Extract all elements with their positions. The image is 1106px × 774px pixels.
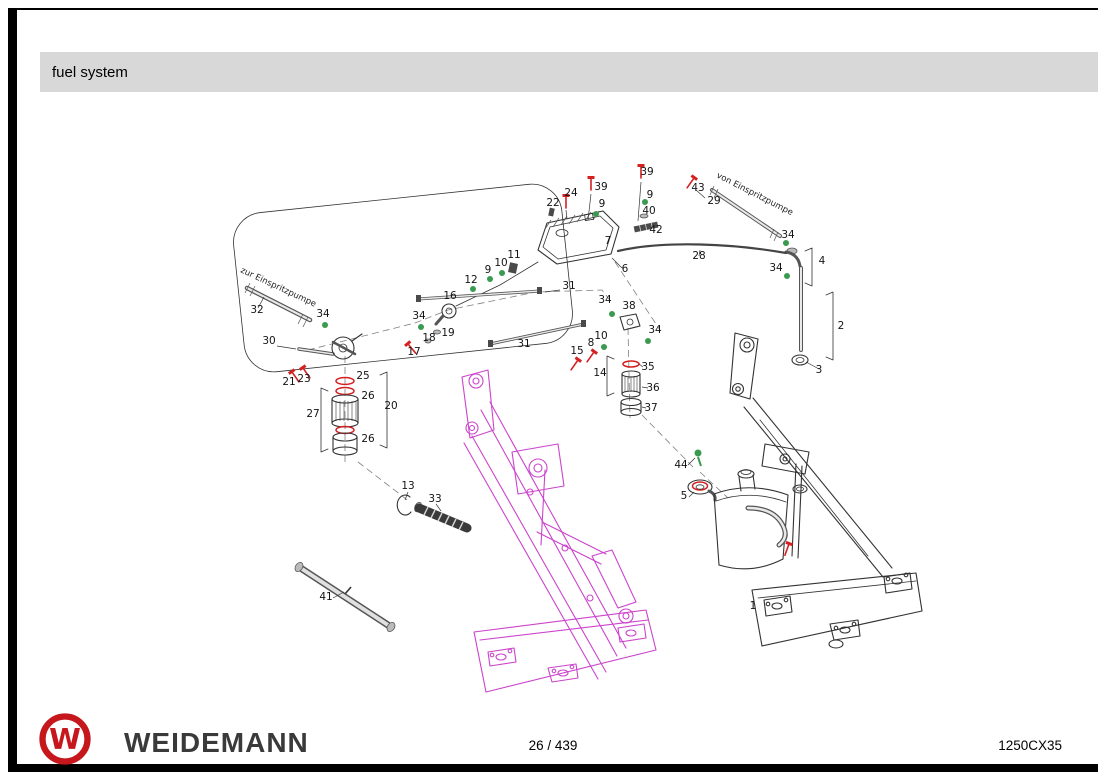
part-label-31: 31	[517, 338, 530, 350]
brand-name: WEIDEMANN	[124, 727, 309, 758]
detail-boundary	[233, 183, 573, 373]
logo-letter: W	[49, 722, 81, 756]
page-title: fuel system	[52, 63, 128, 81]
part-label-5: 5	[681, 490, 688, 502]
model-code: 1250CX35	[998, 738, 1062, 753]
diagram-annotation: von Einspritzpumpe	[715, 171, 795, 218]
part-label-13: 13	[401, 480, 414, 492]
part-label-8: 8	[588, 337, 595, 349]
hose-and-clip	[396, 494, 472, 533]
part-label-25: 25	[356, 370, 369, 382]
projection-lines	[307, 261, 729, 503]
part-label-39: 39	[640, 166, 653, 178]
part-label-16: 16	[443, 290, 457, 302]
part-label-2: 2	[838, 320, 845, 332]
part-label-22: 22	[546, 197, 559, 209]
part-label-38: 38	[622, 300, 635, 312]
part-label-32: 32	[250, 304, 263, 316]
part-label-14: 14	[593, 367, 607, 379]
part-label-7: 7	[605, 235, 612, 247]
part-label-20: 20	[384, 400, 397, 412]
part-label-34: 34	[598, 294, 612, 306]
return-line-assembly	[709, 185, 834, 366]
part-label-30: 30	[262, 335, 275, 347]
tank-fasteners	[548, 163, 699, 233]
leader-lines	[257, 181, 820, 599]
fuel-hose-28	[616, 243, 788, 255]
part-label-1: 1	[750, 600, 757, 612]
part-label-24: 24	[564, 187, 578, 199]
page-border-bottom	[8, 764, 1098, 772]
part-label-43: 43	[691, 182, 704, 194]
section-header: fuel system	[40, 52, 1098, 92]
part-label-34: 34	[316, 308, 330, 320]
part-label-27: 27	[306, 408, 319, 420]
part-label-41: 41	[319, 591, 332, 603]
part-label-26: 26	[361, 390, 375, 402]
rear-frame	[713, 332, 923, 649]
part-label-36: 36	[646, 382, 660, 394]
part-label-10: 10	[594, 330, 607, 342]
part-label-12: 12	[464, 274, 477, 286]
fuel-filter-assembly	[244, 282, 388, 456]
part-label-18: 18	[422, 332, 435, 344]
part-label-40: 40	[642, 205, 655, 217]
part-label-3: 3	[816, 364, 823, 376]
part-label-17: 17	[407, 346, 420, 358]
part-label-31: 31	[562, 280, 575, 292]
part-label-34: 34	[412, 310, 426, 322]
part-label-34: 34	[648, 324, 662, 336]
tank-flange-parts	[687, 449, 717, 502]
weidemann-logo: W	[39, 713, 91, 765]
part-label-9: 9	[485, 264, 492, 276]
part-label-11: 11	[507, 249, 520, 261]
part-label-19: 19	[441, 327, 454, 339]
part-label-34: 34	[781, 229, 795, 241]
fuel-line-cluster	[403, 261, 651, 417]
part-label-15: 15	[570, 345, 583, 357]
page-border-top	[8, 8, 1098, 10]
part-label-4: 4	[819, 255, 826, 267]
front-frame-magenta	[461, 369, 657, 693]
part-label-9: 9	[599, 198, 606, 210]
part-label-44: 44	[674, 459, 688, 471]
logo-ring-icon	[39, 713, 91, 765]
part-label-10: 10	[494, 257, 507, 269]
part-label-9: 9	[647, 189, 654, 201]
page-border-left	[8, 8, 17, 772]
part-label-39: 39	[594, 181, 607, 193]
part-label-42: 42	[649, 224, 662, 236]
part-label-34: 34	[769, 262, 783, 274]
part-label-28: 28	[692, 250, 705, 262]
part-label-29: 29	[707, 195, 720, 207]
part-label-37: 37	[644, 402, 657, 414]
part-label-35: 35	[641, 361, 654, 373]
part-label-6: 6	[622, 263, 629, 275]
page-indicator: 26 / 439	[528, 738, 578, 753]
part-label-26: 26	[361, 433, 375, 445]
part-label-23: 23	[297, 373, 310, 385]
fuel-pipe-41	[294, 561, 396, 633]
part-label-33: 33	[428, 493, 441, 505]
part-label-21: 21	[282, 376, 295, 388]
